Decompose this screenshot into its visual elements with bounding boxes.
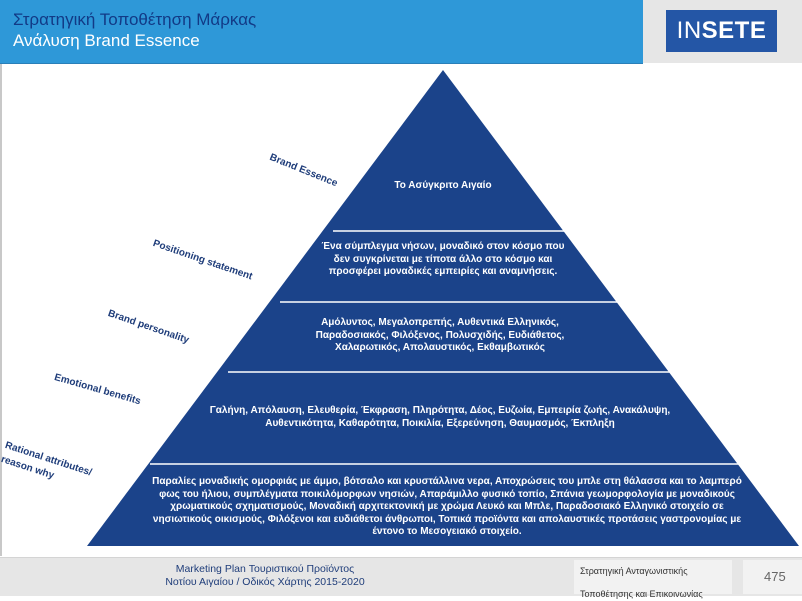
slide-title: Στρατηγική Τοποθέτηση Μάρκας	[13, 10, 257, 29]
pyramid-shape	[87, 70, 799, 546]
page-number: 475	[764, 569, 786, 584]
footer-title-line2: Νοτίου Αιγαίου / Οδικός Χάρτης 2015-2020	[165, 576, 365, 588]
slide-header: Στρατηγική Τοποθέτηση Μάρκας Ανάλυση Bra…	[0, 0, 643, 64]
footer-page-box: 475	[743, 560, 802, 594]
logo-area: INSETE	[643, 0, 802, 63]
layer-rational-text: Παραλίες μοναδικής ομορφιάς με άμμο, βότ…	[152, 476, 742, 537]
slide-footer: Marketing Plan Τουριστικού Προϊόντος Νοτ…	[0, 557, 802, 599]
slide-subtitle: Ανάλυση Brand Essence	[13, 31, 200, 50]
logo-text-bold: SETE	[701, 17, 767, 44]
slide-left-border	[0, 63, 2, 556]
footer-title-line1: Marketing Plan Τουριστικού Προϊόντος	[175, 563, 355, 575]
footer-section-line1: Στρατηγική Ανταγωνιστικής	[580, 566, 688, 576]
layer-personality-text: Αμόλυντος, Μεγαλοπρεπής, Αυθεντικά Ελλην…	[315, 317, 565, 353]
footer-title: Marketing Plan Τουριστικού Προϊόντος Νοτ…	[160, 563, 370, 589]
footer-section-line2: Τοποθέτησης και Επικοινωνίας	[580, 589, 703, 599]
insete-logo: INSETE	[666, 10, 777, 52]
layer-emotional-text: Γαλήνη, Απόλαυση, Ελευθερία, Έκφραση, Πλ…	[209, 405, 671, 429]
layer-brand-essence-text: Το Ασύγκριτο Αιγαίο	[394, 180, 492, 191]
logo-text-light: IN	[676, 17, 702, 44]
layer-positioning-text: Ένα σύμπλεγμα νήσων, μοναδικό στον κόσμο…	[321, 241, 565, 277]
